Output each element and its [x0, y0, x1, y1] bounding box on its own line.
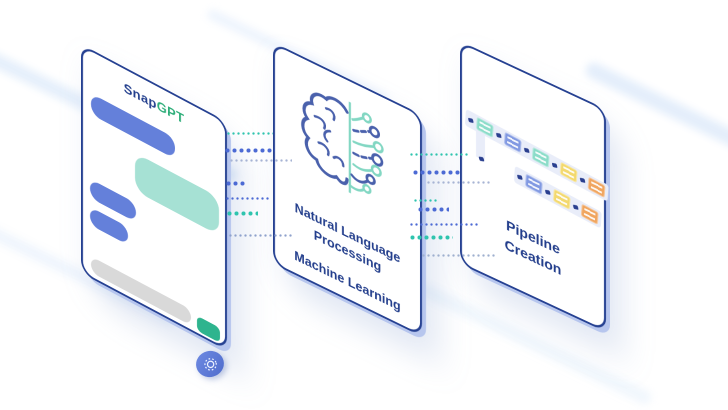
- pipeline-node-blue: [524, 173, 543, 196]
- data-flow-dots: [422, 254, 496, 257]
- pipeline-connector-dot: [572, 204, 579, 210]
- data-flow-dots: [230, 159, 292, 162]
- brain-circuit-icon: [295, 69, 399, 224]
- data-flow-dots: [427, 181, 491, 184]
- data-flow-dots: [410, 223, 478, 226]
- pipeline-connector-dot: [544, 189, 551, 195]
- pipeline-card-label: Pipeline Creation: [504, 216, 562, 279]
- pipeline-node-blue: [503, 131, 522, 154]
- data-flow-dots: [418, 207, 449, 212]
- pipeline-node-orange: [587, 176, 606, 199]
- data-flow-dots: [226, 197, 271, 200]
- pipeline-connector-dot: [495, 132, 502, 138]
- nlp-card: Natural Language Processing Machine Lear…: [273, 42, 422, 337]
- send-button: [197, 315, 220, 343]
- brand-name-primary: Snap: [123, 79, 157, 113]
- data-flow-dots: [414, 199, 439, 202]
- pipeline-node-yellow: [559, 161, 578, 184]
- data-flow-dots: [226, 181, 247, 186]
- brand-name-accent: GPT: [156, 97, 185, 127]
- pipeline-node-orange: [580, 203, 599, 226]
- chat-app-card: SnapGPT: [81, 44, 227, 351]
- pipeline-node-yellow: [552, 188, 571, 211]
- pipeline-connector-dot: [516, 174, 523, 180]
- data-flow-dots: [227, 132, 273, 135]
- data-flow-dots: [229, 234, 293, 237]
- pipeline-connector-dot: [579, 177, 586, 183]
- pipeline-node-mint: [531, 146, 550, 169]
- pipeline-connector-dot: [467, 117, 474, 123]
- pipeline-card: Pipeline Creation: [460, 41, 609, 333]
- data-flow-dots: [227, 211, 258, 216]
- chat-response-bubble: [135, 152, 219, 236]
- data-flow-dots: [225, 148, 275, 153]
- data-flow-dots: [410, 235, 453, 240]
- gear-badge: [193, 347, 227, 381]
- pipeline-connector-dot: [523, 147, 530, 153]
- data-flow-dots: [410, 153, 470, 156]
- pipeline-connector-dot: [551, 162, 558, 168]
- gear-icon: [203, 357, 217, 371]
- data-flow-dots: [413, 170, 461, 175]
- background-streak: [413, 280, 654, 407]
